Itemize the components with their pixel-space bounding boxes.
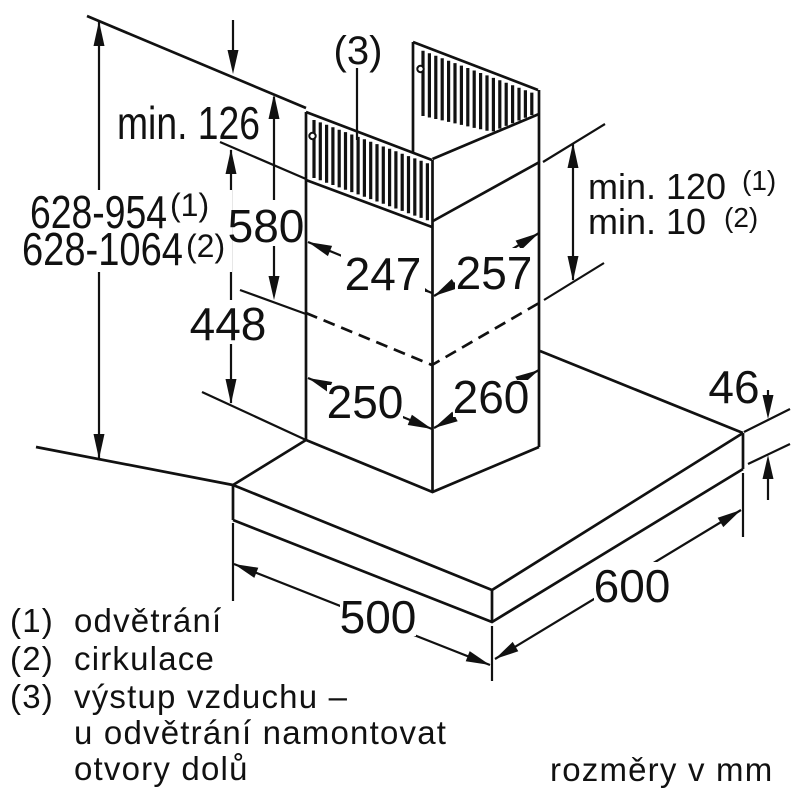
duct-base (305, 438, 540, 494)
dim-overlap-vent: min. 120 (588, 166, 726, 207)
ext-duct-base-left (201, 391, 307, 441)
legend-2-text: cirkulace (74, 640, 215, 677)
vent-panel-back (411, 40, 539, 152)
ext-joint-left (239, 288, 307, 316)
ceiling-line (86, 14, 307, 110)
dim-canopy-width: 600 (594, 560, 671, 612)
dim-top-depth: 247 (345, 248, 422, 300)
legend-3-index: (3) (10, 678, 54, 715)
mounting-hole-back (416, 64, 425, 74)
ext-vent-band-bottom (219, 140, 307, 181)
vent-slots-front (312, 120, 429, 221)
wall-line (35, 445, 234, 487)
legend-3-text-line2: u odvětrání namontovat (74, 714, 447, 751)
telescopic-joint-dashed (305, 301, 540, 367)
dim-total-recirc: 628-1064 (22, 223, 183, 275)
duct-rim-right (431, 112, 540, 161)
vent-slots-back (421, 50, 534, 132)
dimension-labels: 628-954 (1) 628-1064 (2) min. 126 580 44… (22, 29, 776, 643)
legend: (1) odvětrání (2) cirkulace (3) výstup v… (10, 602, 447, 787)
legend-1-text: odvětrání (74, 602, 222, 639)
legend-3-text-line3: otvory dolů (74, 750, 249, 787)
units-note: rozměry v mm (550, 751, 773, 788)
dim-canopy-depth: 500 (340, 591, 417, 643)
dim-ceiling-min: min. 126 (117, 97, 260, 149)
vent-panel-front (305, 110, 433, 229)
mounting-hole-front (308, 131, 317, 141)
canopy-body (231, 349, 745, 624)
duct-band-right (432, 160, 541, 223)
dim-total-vent-sup: (1) (170, 187, 209, 223)
callout-3-label: (3) (334, 29, 383, 73)
dim-bottom-width: 260 (453, 371, 530, 423)
dim-total-recirc-sup: (2) (186, 228, 225, 264)
dim-lower-chimney: 448 (190, 298, 267, 350)
dim-upper-chimney: 580 (228, 200, 305, 252)
dim-canopy-thickness: 46 (708, 361, 759, 413)
dim-top-width: 257 (456, 247, 533, 299)
dim-overlap-recirc-sup: (2) (724, 202, 758, 233)
legend-1-index: (1) (10, 602, 54, 639)
dim-overlap-vent-sup: (1) (742, 165, 776, 196)
chimney-duct (304, 40, 541, 494)
dim-bottom-depth: 250 (327, 376, 404, 428)
legend-2-index: (2) (10, 640, 54, 677)
dim-total-vent: 628-954 (30, 186, 167, 238)
label-masks (16, 190, 672, 636)
legend-3-text: výstup vzduchu – (74, 678, 348, 715)
dim-overlap-recirc: min. 10 (588, 201, 706, 242)
